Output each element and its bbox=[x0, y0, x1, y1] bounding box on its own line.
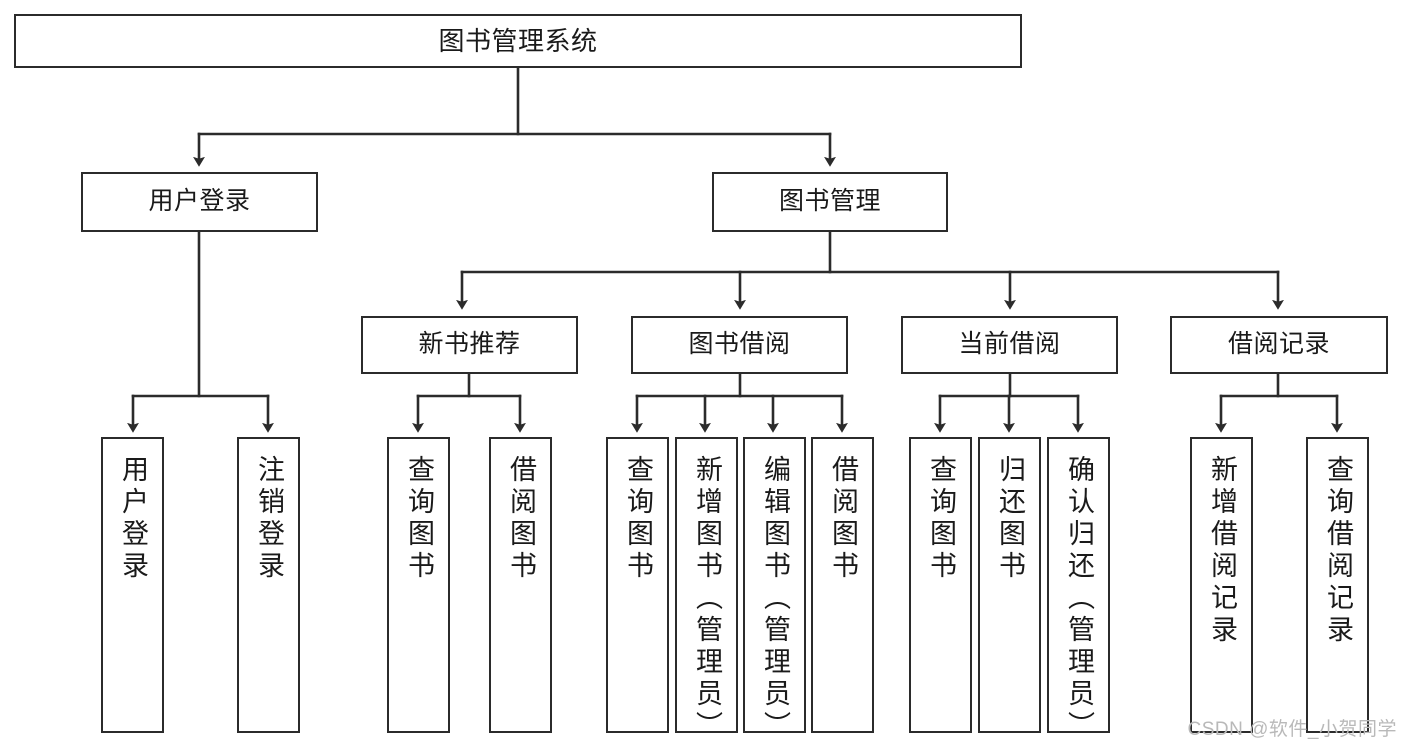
node-label: 图书管理系统 bbox=[438, 25, 598, 56]
node-leaf-add-book-admin[interactable]: 新增图书（管理员） bbox=[675, 437, 738, 733]
node-label: 新书推荐 bbox=[418, 330, 521, 359]
node-label: 图书管理 bbox=[778, 187, 881, 216]
node-label: 借阅记录 bbox=[1227, 330, 1330, 359]
node-leaf-query-book-current[interactable]: 查询图书 bbox=[909, 437, 972, 733]
node-leaf-edit-book-admin[interactable]: 编辑图书（管理员） bbox=[743, 437, 806, 733]
node-leaf-query-book-borrow[interactable]: 查询图书 bbox=[606, 437, 669, 733]
node-label: 注销登录 bbox=[254, 455, 284, 583]
node-label: 编辑图书（管理员） bbox=[760, 455, 790, 733]
node-label: 用户登录 bbox=[118, 455, 148, 583]
node-label: 查询借阅记录 bbox=[1323, 455, 1353, 647]
node-label: 确认归还（管理员） bbox=[1064, 455, 1094, 733]
node-book-management[interactable]: 图书管理 bbox=[712, 172, 948, 232]
node-label: 查询图书 bbox=[404, 455, 434, 583]
node-current-borrow[interactable]: 当前借阅 bbox=[901, 316, 1118, 374]
node-label: 新增借阅记录 bbox=[1207, 455, 1237, 647]
node-label: 当前借阅 bbox=[958, 330, 1061, 359]
node-borrow-record[interactable]: 借阅记录 bbox=[1170, 316, 1388, 374]
node-book-borrow[interactable]: 图书借阅 bbox=[631, 316, 848, 374]
node-label: 查询图书 bbox=[623, 455, 653, 583]
node-new-book-recommend[interactable]: 新书推荐 bbox=[361, 316, 578, 374]
node-root-system[interactable]: 图书管理系统 bbox=[14, 14, 1022, 68]
node-user-login[interactable]: 用户登录 bbox=[81, 172, 318, 232]
node-leaf-logout[interactable]: 注销登录 bbox=[237, 437, 300, 733]
node-label: 用户登录 bbox=[148, 187, 251, 216]
node-leaf-borrow-book[interactable]: 借阅图书 bbox=[811, 437, 874, 733]
node-label: 借阅图书 bbox=[828, 455, 858, 583]
node-leaf-borrow-book-recommend[interactable]: 借阅图书 bbox=[489, 437, 552, 733]
node-label: 借阅图书 bbox=[506, 455, 536, 583]
node-label: 图书借阅 bbox=[688, 330, 791, 359]
node-leaf-confirm-return-admin[interactable]: 确认归还（管理员） bbox=[1047, 437, 1110, 733]
node-label: 归还图书 bbox=[995, 455, 1025, 583]
node-leaf-return-book[interactable]: 归还图书 bbox=[978, 437, 1041, 733]
node-leaf-query-borrow-record[interactable]: 查询借阅记录 bbox=[1306, 437, 1369, 733]
node-leaf-query-book-recommend[interactable]: 查询图书 bbox=[387, 437, 450, 733]
node-leaf-add-borrow-record[interactable]: 新增借阅记录 bbox=[1190, 437, 1253, 733]
node-label: 查询图书 bbox=[926, 455, 956, 583]
node-leaf-user-login[interactable]: 用户登录 bbox=[101, 437, 164, 733]
node-label: 新增图书（管理员） bbox=[692, 455, 722, 733]
